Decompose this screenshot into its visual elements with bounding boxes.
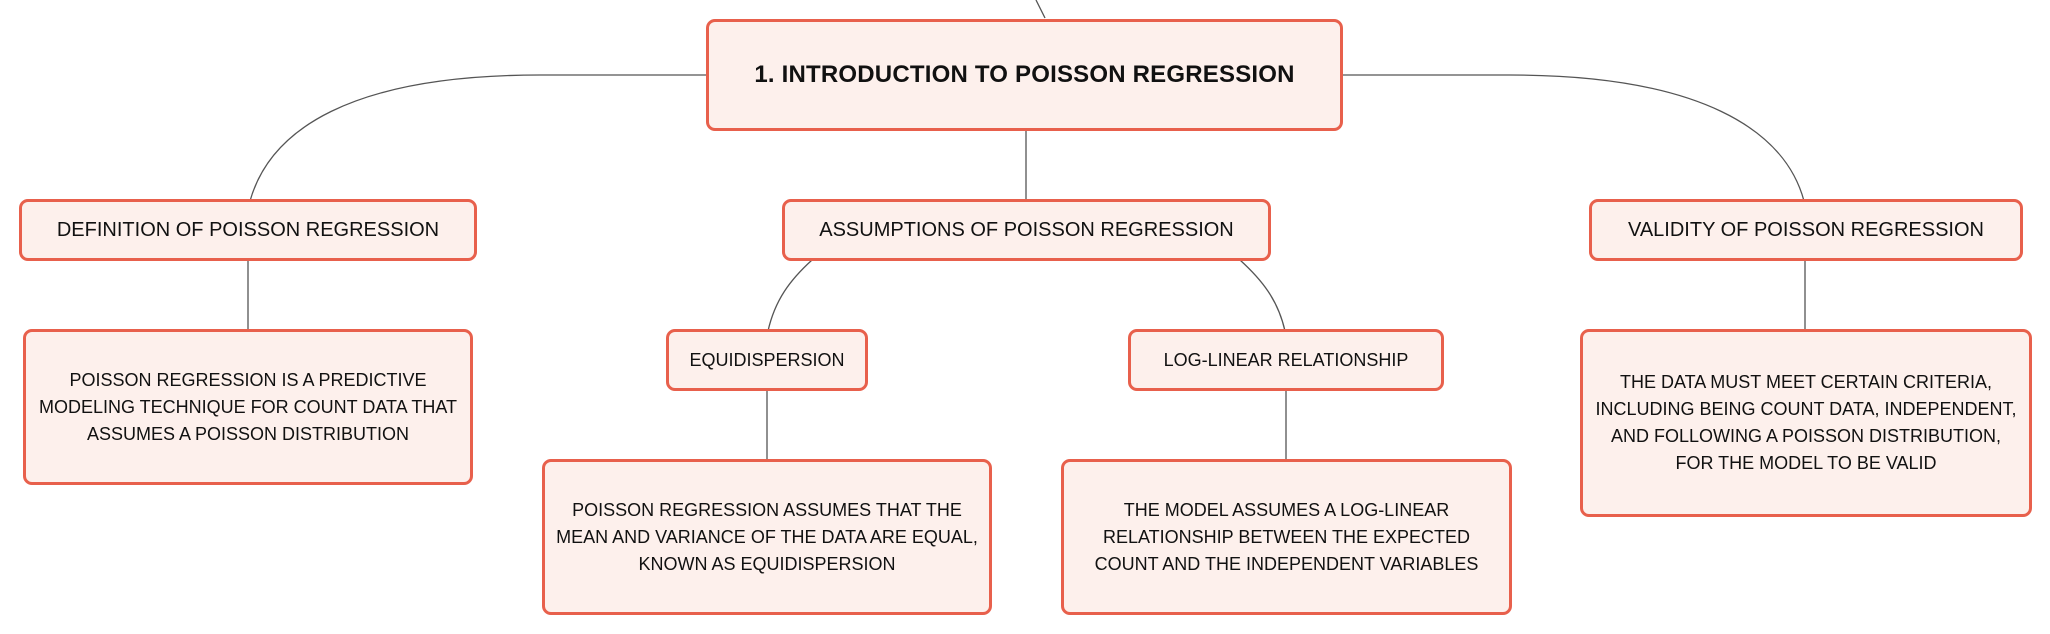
assumptions-topic-label: ASSUMPTIONS OF POISSON REGRESSION bbox=[819, 218, 1234, 241]
connector-root-to-definition bbox=[249, 74, 706, 202]
log-linear-relationship-label: LOG-LINEAR RELATIONSHIP bbox=[1163, 349, 1409, 370]
log-linear-description-node[interactable]: THE MODEL ASSUMES A LOG-LINEAR RELATIONS… bbox=[1061, 459, 1512, 615]
equidispersion-description-node[interactable]: POISSON REGRESSION ASSUMES THAT THE MEAN… bbox=[542, 459, 992, 615]
definition-description-node[interactable]: POISSON REGRESSION IS A PREDICTIVE MODEL… bbox=[23, 329, 473, 485]
log-linear-description-text: THE MODEL ASSUMES A LOG-LINEAR RELATIONS… bbox=[1094, 499, 1479, 574]
equidispersion-description-text: POISSON REGRESSION ASSUMES THAT THE MEAN… bbox=[556, 499, 978, 574]
definition-description-text: POISSON REGRESSION IS A PREDICTIVE MODEL… bbox=[38, 369, 458, 444]
root-topic-node[interactable]: 1. INTRODUCTION TO POISSON REGRESSION bbox=[706, 19, 1343, 131]
equidispersion-node[interactable]: EQUIDISPERSION bbox=[666, 329, 868, 391]
validity-description-node[interactable]: THE DATA MUST MEET CERTAIN CRITERIA, INC… bbox=[1580, 329, 2032, 517]
definition-topic-node[interactable]: DEFINITION OF POISSON REGRESSION bbox=[19, 199, 477, 261]
connector-root-to-validity bbox=[1342, 74, 1805, 202]
connector-root-to-parent bbox=[1035, 0, 1046, 19]
validity-description-text: THE DATA MUST MEET CERTAIN CRITERIA, INC… bbox=[1595, 372, 2017, 473]
definition-topic-label: DEFINITION OF POISSON REGRESSION bbox=[56, 218, 440, 241]
log-linear-relationship-node[interactable]: LOG-LINEAR RELATIONSHIP bbox=[1128, 329, 1444, 391]
assumptions-topic-node[interactable]: ASSUMPTIONS OF POISSON REGRESSION bbox=[782, 199, 1271, 261]
connector-assumptions-to-log-linear bbox=[1239, 259, 1286, 332]
validity-topic-label: VALIDITY OF POISSON REGRESSION bbox=[1627, 218, 1984, 241]
root-topic-label: 1. INTRODUCTION TO POISSON REGRESSION bbox=[754, 61, 1295, 88]
connector-assumptions-to-equidispersion bbox=[767, 259, 813, 332]
equidispersion-label: EQUIDISPERSION bbox=[689, 349, 845, 370]
validity-topic-node[interactable]: VALIDITY OF POISSON REGRESSION bbox=[1589, 199, 2023, 261]
